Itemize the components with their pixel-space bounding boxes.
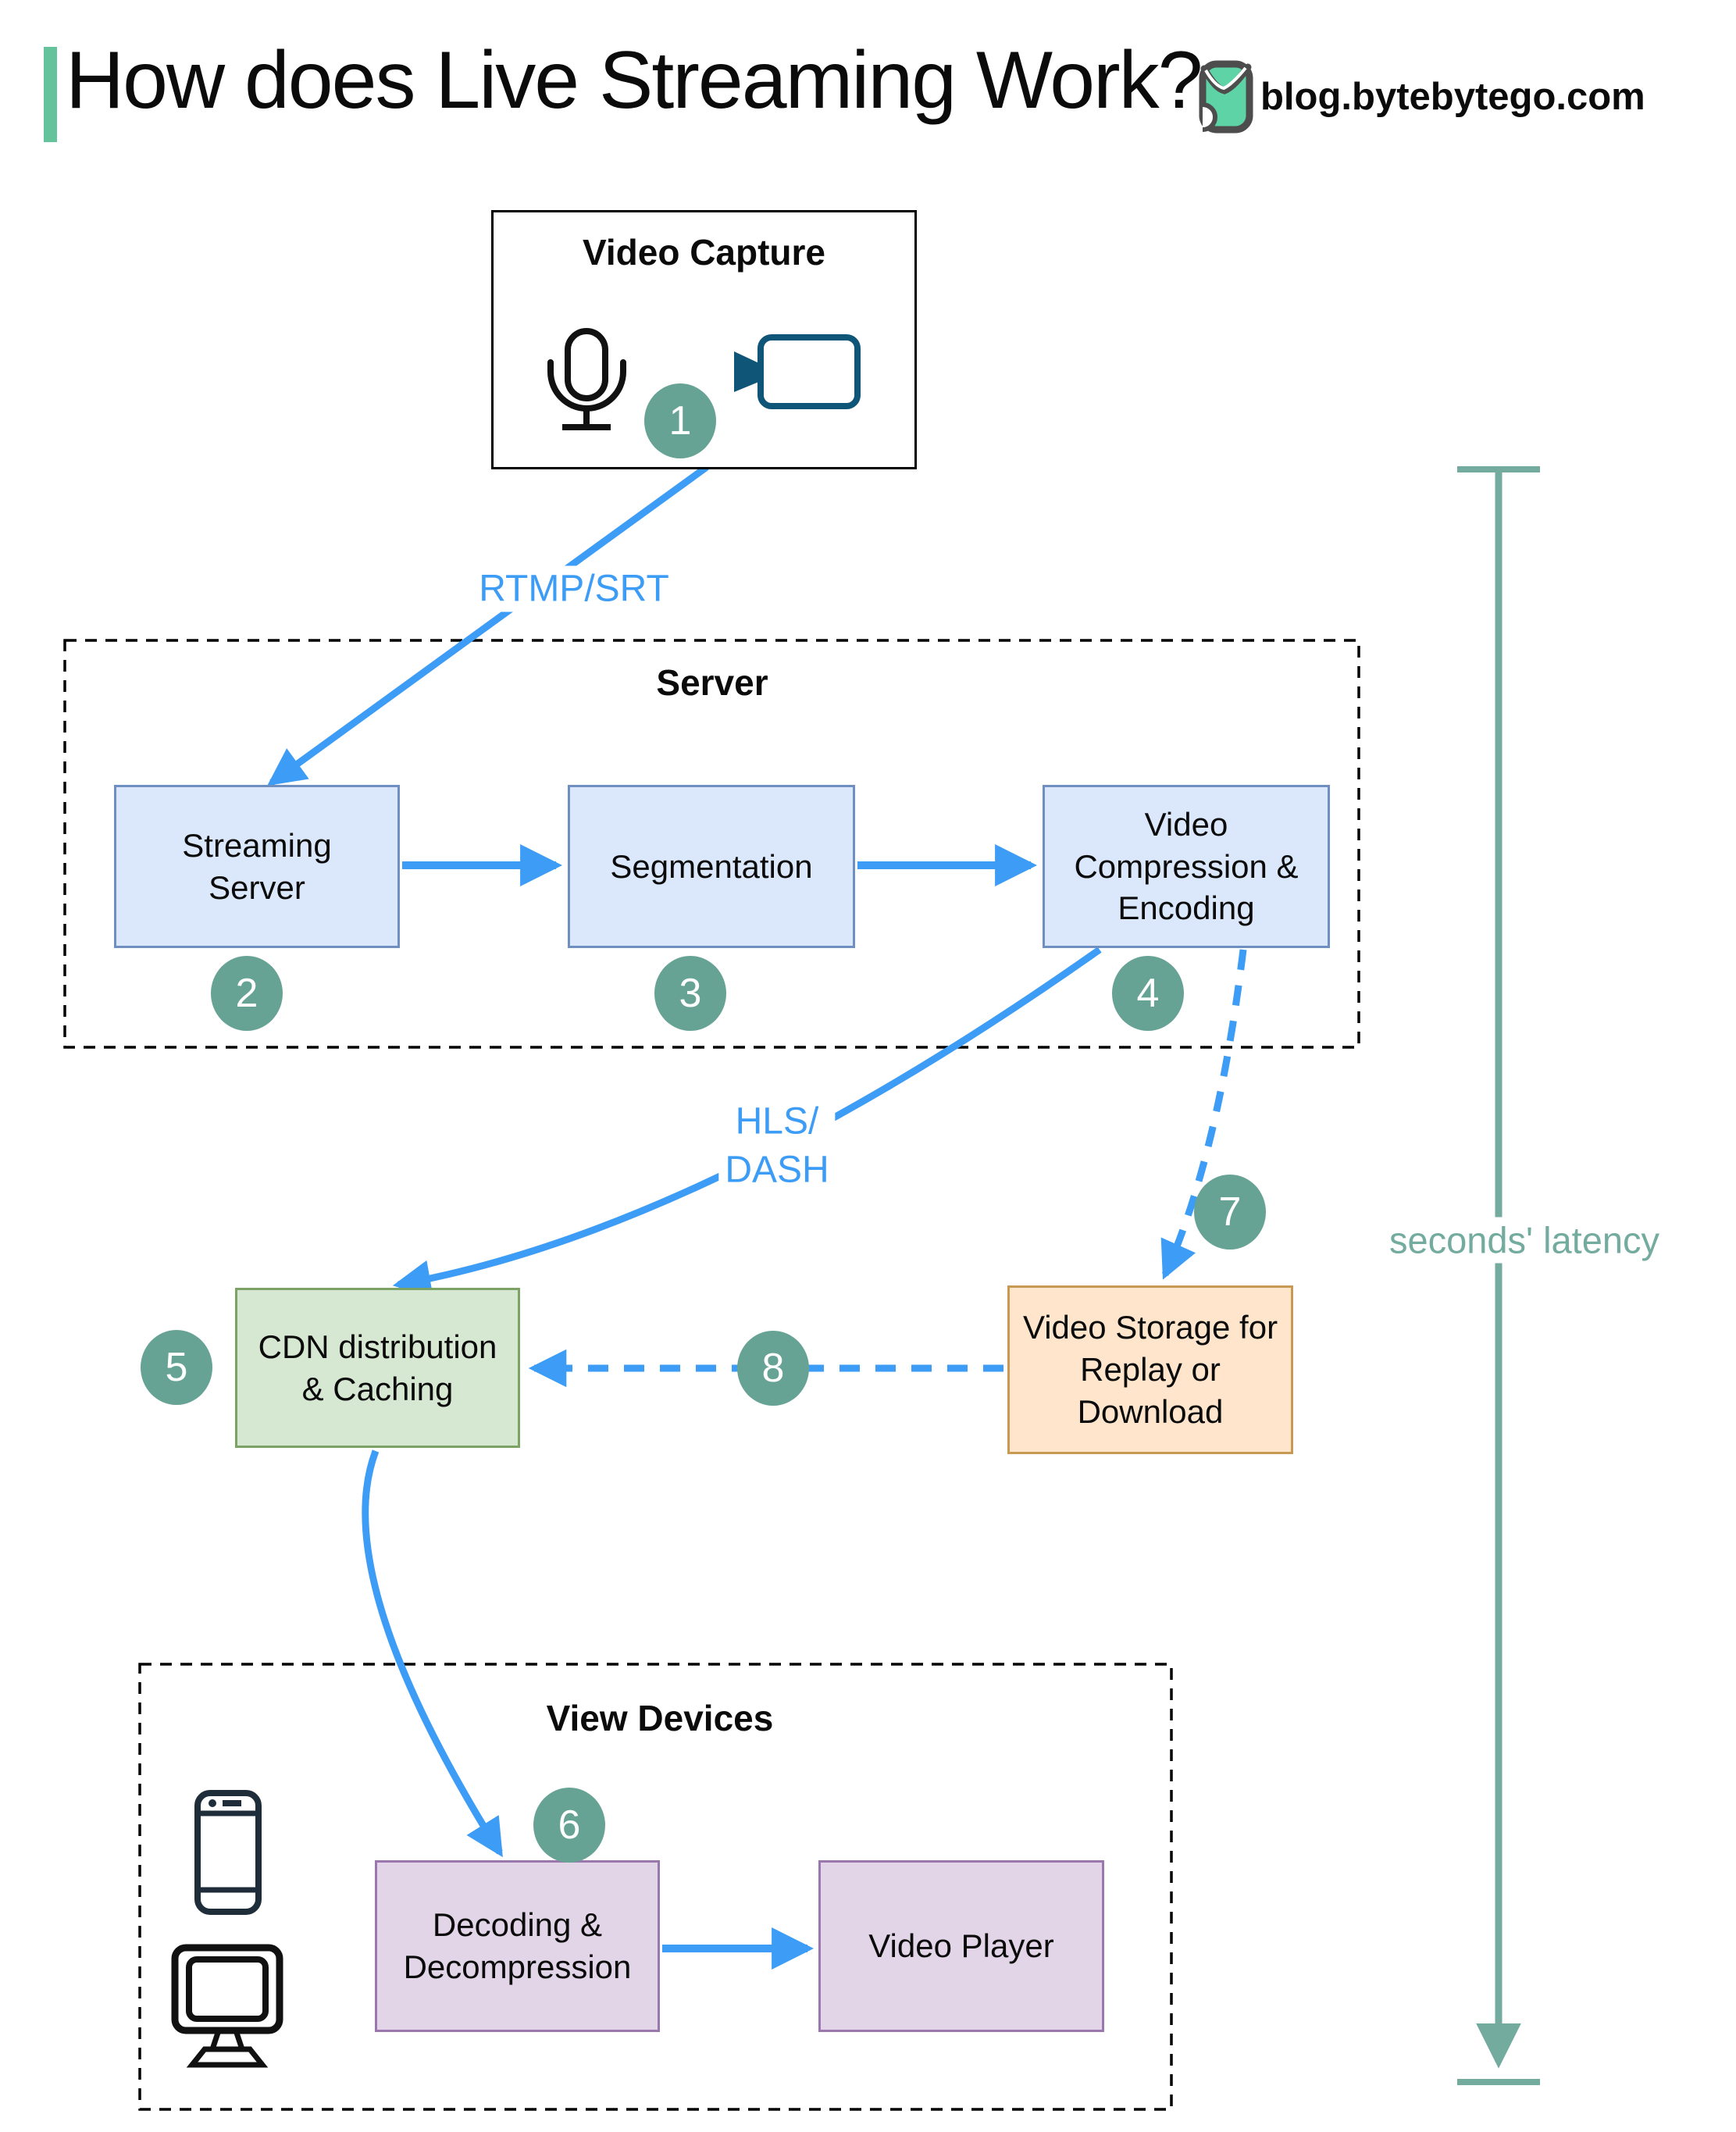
video-capture-label: Video Capture (583, 232, 825, 273)
server-group-label: Server (656, 662, 768, 703)
segmentation-label: Segmentation (610, 847, 813, 885)
step-badge-1: 1 (644, 383, 716, 458)
latency-label: seconds' latency (1382, 1217, 1666, 1264)
edge-compression-to-storage (1160, 949, 1247, 1280)
step-badge-6: 6 (533, 1788, 605, 1863)
node-video-player: Video Player (818, 1860, 1104, 2032)
video-storage-label: Video Storage for Replay or Download (1022, 1309, 1278, 1430)
node-cdn: CDN distribution & Caching (235, 1288, 520, 1448)
step-badge-5: 5 (141, 1330, 212, 1405)
step-badge-2: 2 (211, 956, 283, 1031)
decoding-label: Decoding & Decompression (403, 1906, 632, 1985)
step-badge-3: 3 (654, 956, 726, 1031)
title-accent-bar (44, 47, 57, 142)
server-group-box (63, 639, 1360, 1049)
edge-cdn-to-decoding (362, 1449, 503, 1858)
video-compression-label: Video Compression & Encoding (1074, 805, 1299, 927)
node-decoding: Decoding & Decompression (375, 1860, 660, 2032)
page-title: How does Live Streaming Work? (66, 35, 1203, 126)
node-video-storage: Video Storage for Replay or Download (1007, 1285, 1293, 1454)
rtmp-srt-edge-label: RTMP/SRT (472, 565, 676, 612)
node-video-compression: Video Compression & Encoding (1043, 785, 1330, 948)
streaming-server-label: Streaming Server (182, 826, 332, 906)
view-devices-group-box (138, 1663, 1173, 2111)
desktop-monitor-icon (171, 1944, 283, 2068)
step-badge-7: 7 (1194, 1175, 1266, 1250)
hls-dash-edge-label: HLS/ DASH (718, 1096, 836, 1197)
site-url: blog.bytebytego.com (1260, 76, 1645, 118)
cdn-label: CDN distribution & Caching (258, 1328, 497, 1407)
node-streaming-server: Streaming Server (114, 785, 400, 948)
edge-capture-to-streaming-server (267, 464, 709, 786)
node-segmentation: Segmentation (568, 785, 855, 948)
bytebytego-bird-icon (1199, 60, 1253, 134)
latency-top-bar (1457, 466, 1540, 472)
microphone-icon (547, 328, 626, 430)
video-player-label: Video Player (868, 1927, 1054, 1965)
video-camera-icon (734, 334, 861, 409)
latency-bottom-bar (1457, 2079, 1540, 2085)
view-devices-group-label: View Devices (546, 1698, 774, 1738)
step-badge-8: 8 (737, 1331, 809, 1406)
smartphone-icon (194, 1790, 262, 1915)
step-badge-4: 4 (1112, 956, 1184, 1031)
